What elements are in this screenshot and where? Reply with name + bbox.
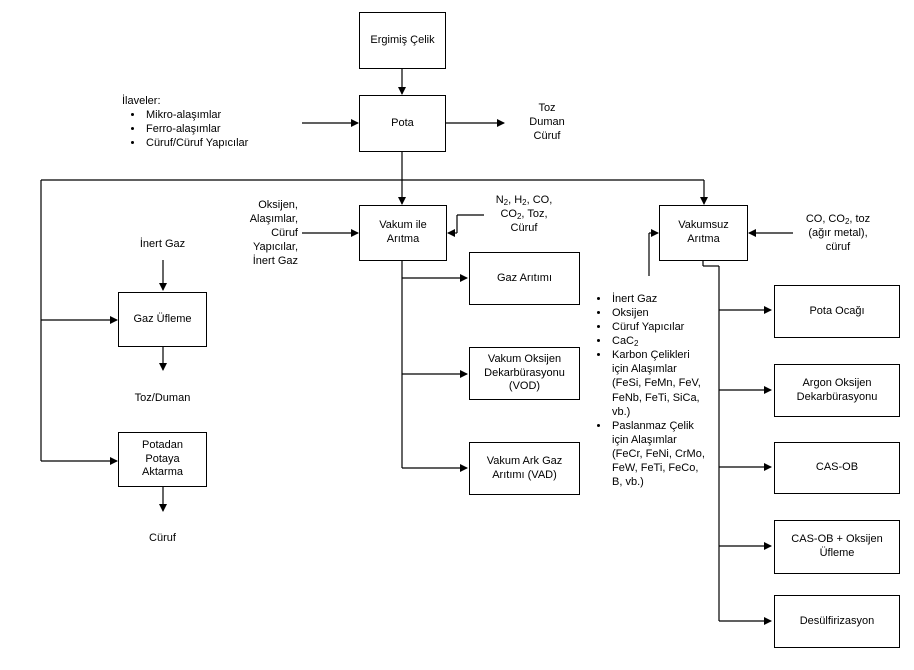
toz-duman-label: Toz/Duman [134, 392, 191, 404]
argon-oksijen-label: Argon Oksijen Dekarbürasyonu [796, 376, 878, 403]
vakum-ile-aritma-box: Vakum ile Arıtma [359, 205, 447, 261]
gaz-aritimi-box: Gaz Arıtımı [469, 252, 580, 305]
pota-output-curuf: Cüruf [533, 130, 561, 143]
vakum-gases-label: N2, H2, CO, CO2, Toz, Cüruf [495, 194, 553, 235]
list-item: Paslanmaz Çelik için Alaşımlar (FeCr, Fe… [610, 419, 708, 489]
ilaveler-list: İlaveler: Mikro-alaşımlar Ferro-alaşımla… [122, 94, 292, 150]
pota-ocagi-label: Pota Ocağı [809, 304, 865, 317]
list-item: CaC2 [610, 334, 708, 348]
vakumsuz-gases-label: CO, CO2, toz (ağır metal), cüruf [805, 213, 871, 254]
list-item: Cüruf Yapıcılar [610, 320, 708, 334]
gaz-aritimi-label: Gaz Arıtımı [496, 271, 552, 284]
vakum-ile-aritma-label: Vakum ile Arıtma [379, 219, 427, 245]
desulfirizasyon-label: Desülfirizasyon [799, 614, 875, 627]
potadan-potaya-aktarma-box: Potadan Potaya Aktarma [118, 432, 207, 487]
desulfirizasyon-box: Desülfirizasyon [774, 595, 900, 648]
list-item: Ferro-alaşımlar [144, 122, 292, 136]
pota-output-toz: Toz [538, 102, 556, 114]
list-item: İnert Gaz [610, 292, 708, 306]
pota-ocagi-box: Pota Ocağı [774, 285, 900, 338]
vod-box: Vakum Oksijen Dekarbürasyonu (VOD) [469, 347, 580, 400]
curuf-bottom-label: Cüruf [149, 532, 176, 544]
cas-ob-oksijen-label: CAS-OB + Oksijen Üfleme [791, 533, 883, 559]
vad-box: Vakum Ark Gaz Arıtımı (VAD) [469, 442, 580, 495]
gaz-ufleme-box: Gaz Üfleme [118, 292, 207, 347]
vad-label: Vakum Ark Gaz Arıtımı (VAD) [486, 454, 563, 481]
ilaveler-title: İlaveler: [122, 95, 161, 107]
pota-outputs: Toz Duman Cüruf [522, 101, 572, 143]
gaz-ufleme-label: Gaz Üfleme [133, 312, 192, 325]
ergimis-celik-label: Ergimiş Çelik [370, 33, 435, 46]
vakumsuz-aritma-label: Vakumsuz Arıtma [678, 219, 729, 245]
inert-gaz-label: İnert Gaz [139, 238, 186, 250]
vakumsuz-aritma-box: Vakumsuz Arıtma [659, 205, 748, 261]
additions-list: İnert Gaz Oksijen Cüruf Yapıcılar CaC2 K… [588, 292, 708, 489]
cas-ob-box: CAS-OB [774, 442, 900, 494]
pota-label: Pota [391, 116, 414, 129]
list-item: Mikro-alaşımlar [144, 108, 292, 122]
list-item: Karbon Çelikleri için Alaşımlar (FeSi, F… [610, 348, 708, 418]
list-item: Oksijen [610, 306, 708, 320]
cas-ob-oksijen-box: CAS-OB + Oksijen Üfleme [774, 520, 900, 574]
ergimis-celik-box: Ergimiş Çelik [359, 12, 446, 69]
cas-ob-label: CAS-OB [815, 461, 859, 474]
vod-label: Vakum Oksijen Dekarbürasyonu (VOD) [484, 352, 565, 393]
potadan-potaya-aktarma-label: Potadan Potaya Aktarma [142, 438, 183, 479]
list-item: Cüruf/Cüruf Yapıcılar [144, 136, 292, 150]
argon-oksijen-box: Argon Oksijen Dekarbürasyonu [774, 364, 900, 417]
vakum-inputs-label: Oksijen, Alaşımlar, Cüruf Yapıcılar, İne… [249, 199, 298, 268]
pota-output-duman: Duman [529, 116, 565, 129]
pota-box: Pota [359, 95, 446, 152]
